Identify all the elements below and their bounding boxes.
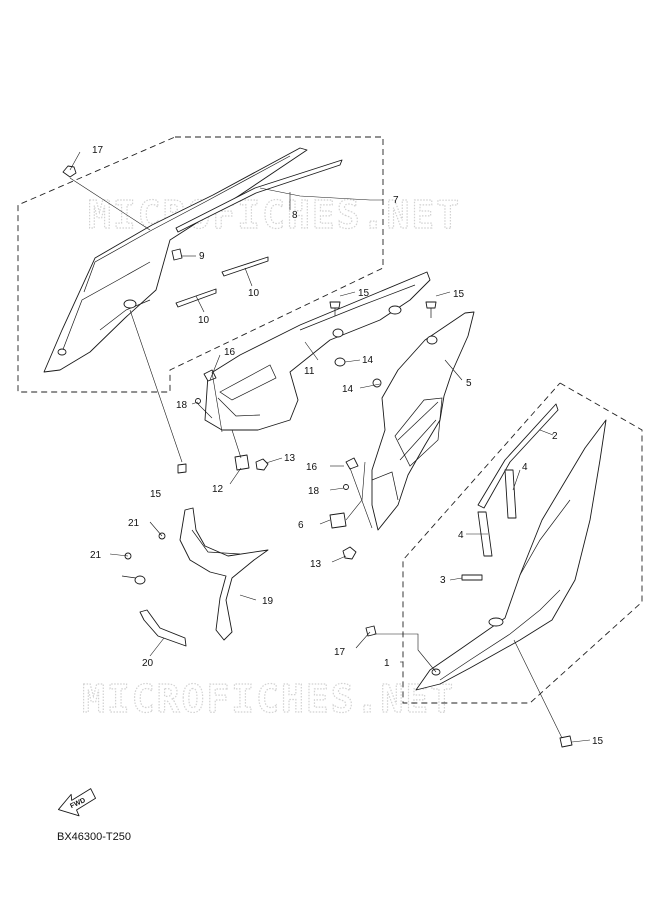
decal-stripe-8	[175, 159, 343, 233]
decal-10-upper	[221, 256, 269, 277]
nut-13-left	[255, 458, 269, 471]
callout-2: 2	[552, 431, 558, 442]
callout-17-top: 17	[92, 145, 104, 156]
washer-lower-left	[121, 575, 146, 585]
callout-15-mid-left: 15	[358, 288, 370, 299]
inner-panel-11	[204, 271, 431, 431]
decal-stripe-2	[477, 403, 559, 509]
callout-17-lower: 17	[334, 647, 346, 658]
bracket-12	[234, 454, 250, 471]
clip-9	[171, 248, 183, 261]
clip-3	[461, 574, 483, 581]
bracket-6	[329, 512, 347, 529]
callout-20: 20	[142, 658, 154, 669]
pin-18-right	[343, 484, 349, 490]
nut-13-right	[342, 546, 357, 560]
hose-20	[139, 609, 187, 647]
screw-16-right	[345, 457, 359, 470]
grommet-14-lower	[372, 378, 382, 388]
callout-9: 9	[199, 251, 205, 262]
reference-code: BX46300-T250	[57, 831, 131, 843]
bracket-19	[179, 507, 269, 641]
callout-8: 8	[292, 210, 298, 221]
watermark-bottom: MICROFICHES.NET	[82, 677, 455, 721]
callout-19: 19	[262, 596, 274, 607]
decal-4-upper	[504, 469, 517, 519]
callout-13-right: 13	[310, 559, 322, 570]
decal-10-lower	[175, 288, 217, 308]
grommet-14-upper	[334, 357, 346, 367]
bolt-15-left	[329, 301, 341, 316]
callout-18-left: 18	[176, 400, 188, 411]
callout-7: 7	[393, 195, 399, 206]
callout-4-upper: 4	[522, 462, 528, 473]
callout-10-lower: 10	[198, 315, 210, 326]
bolt-15-right	[425, 301, 437, 318]
side-panel-5	[371, 311, 475, 531]
callout-4-lower: 4	[458, 530, 464, 541]
callout-14-upper: 14	[362, 355, 374, 366]
forward-arrow-icon: FWD	[57, 788, 97, 817]
callout-10-upper: 10	[248, 288, 260, 299]
callout-21-lower: 21	[90, 550, 102, 561]
callout-18-right: 18	[308, 486, 320, 497]
callout-14-lower: 14	[342, 384, 354, 395]
callout-13-left: 13	[284, 453, 296, 464]
callout-21-upper: 21	[128, 518, 140, 529]
callout-12: 12	[212, 484, 224, 495]
bolt-15-mid	[177, 463, 187, 474]
lower-cowl-1	[415, 419, 607, 691]
leader-lines	[69, 151, 591, 743]
callout-15-mid-left-lower: 15	[150, 489, 162, 500]
bolt-17-top	[62, 165, 77, 178]
callout-1: 1	[384, 658, 390, 669]
group-boundary-upper	[17, 136, 384, 393]
callout-16-right: 16	[306, 462, 318, 473]
callout-3: 3	[440, 575, 446, 586]
callout-15-mid-right: 15	[453, 289, 465, 300]
callout-6: 6	[298, 520, 304, 531]
callout-5: 5	[466, 378, 472, 389]
group-boundary-right	[402, 382, 643, 704]
callout-16-left: 16	[224, 347, 236, 358]
bolt-15-bottom	[559, 735, 573, 748]
callout-15-bottom: 15	[592, 736, 604, 747]
upper-side-cover	[43, 147, 308, 373]
callout-11: 11	[304, 366, 315, 377]
